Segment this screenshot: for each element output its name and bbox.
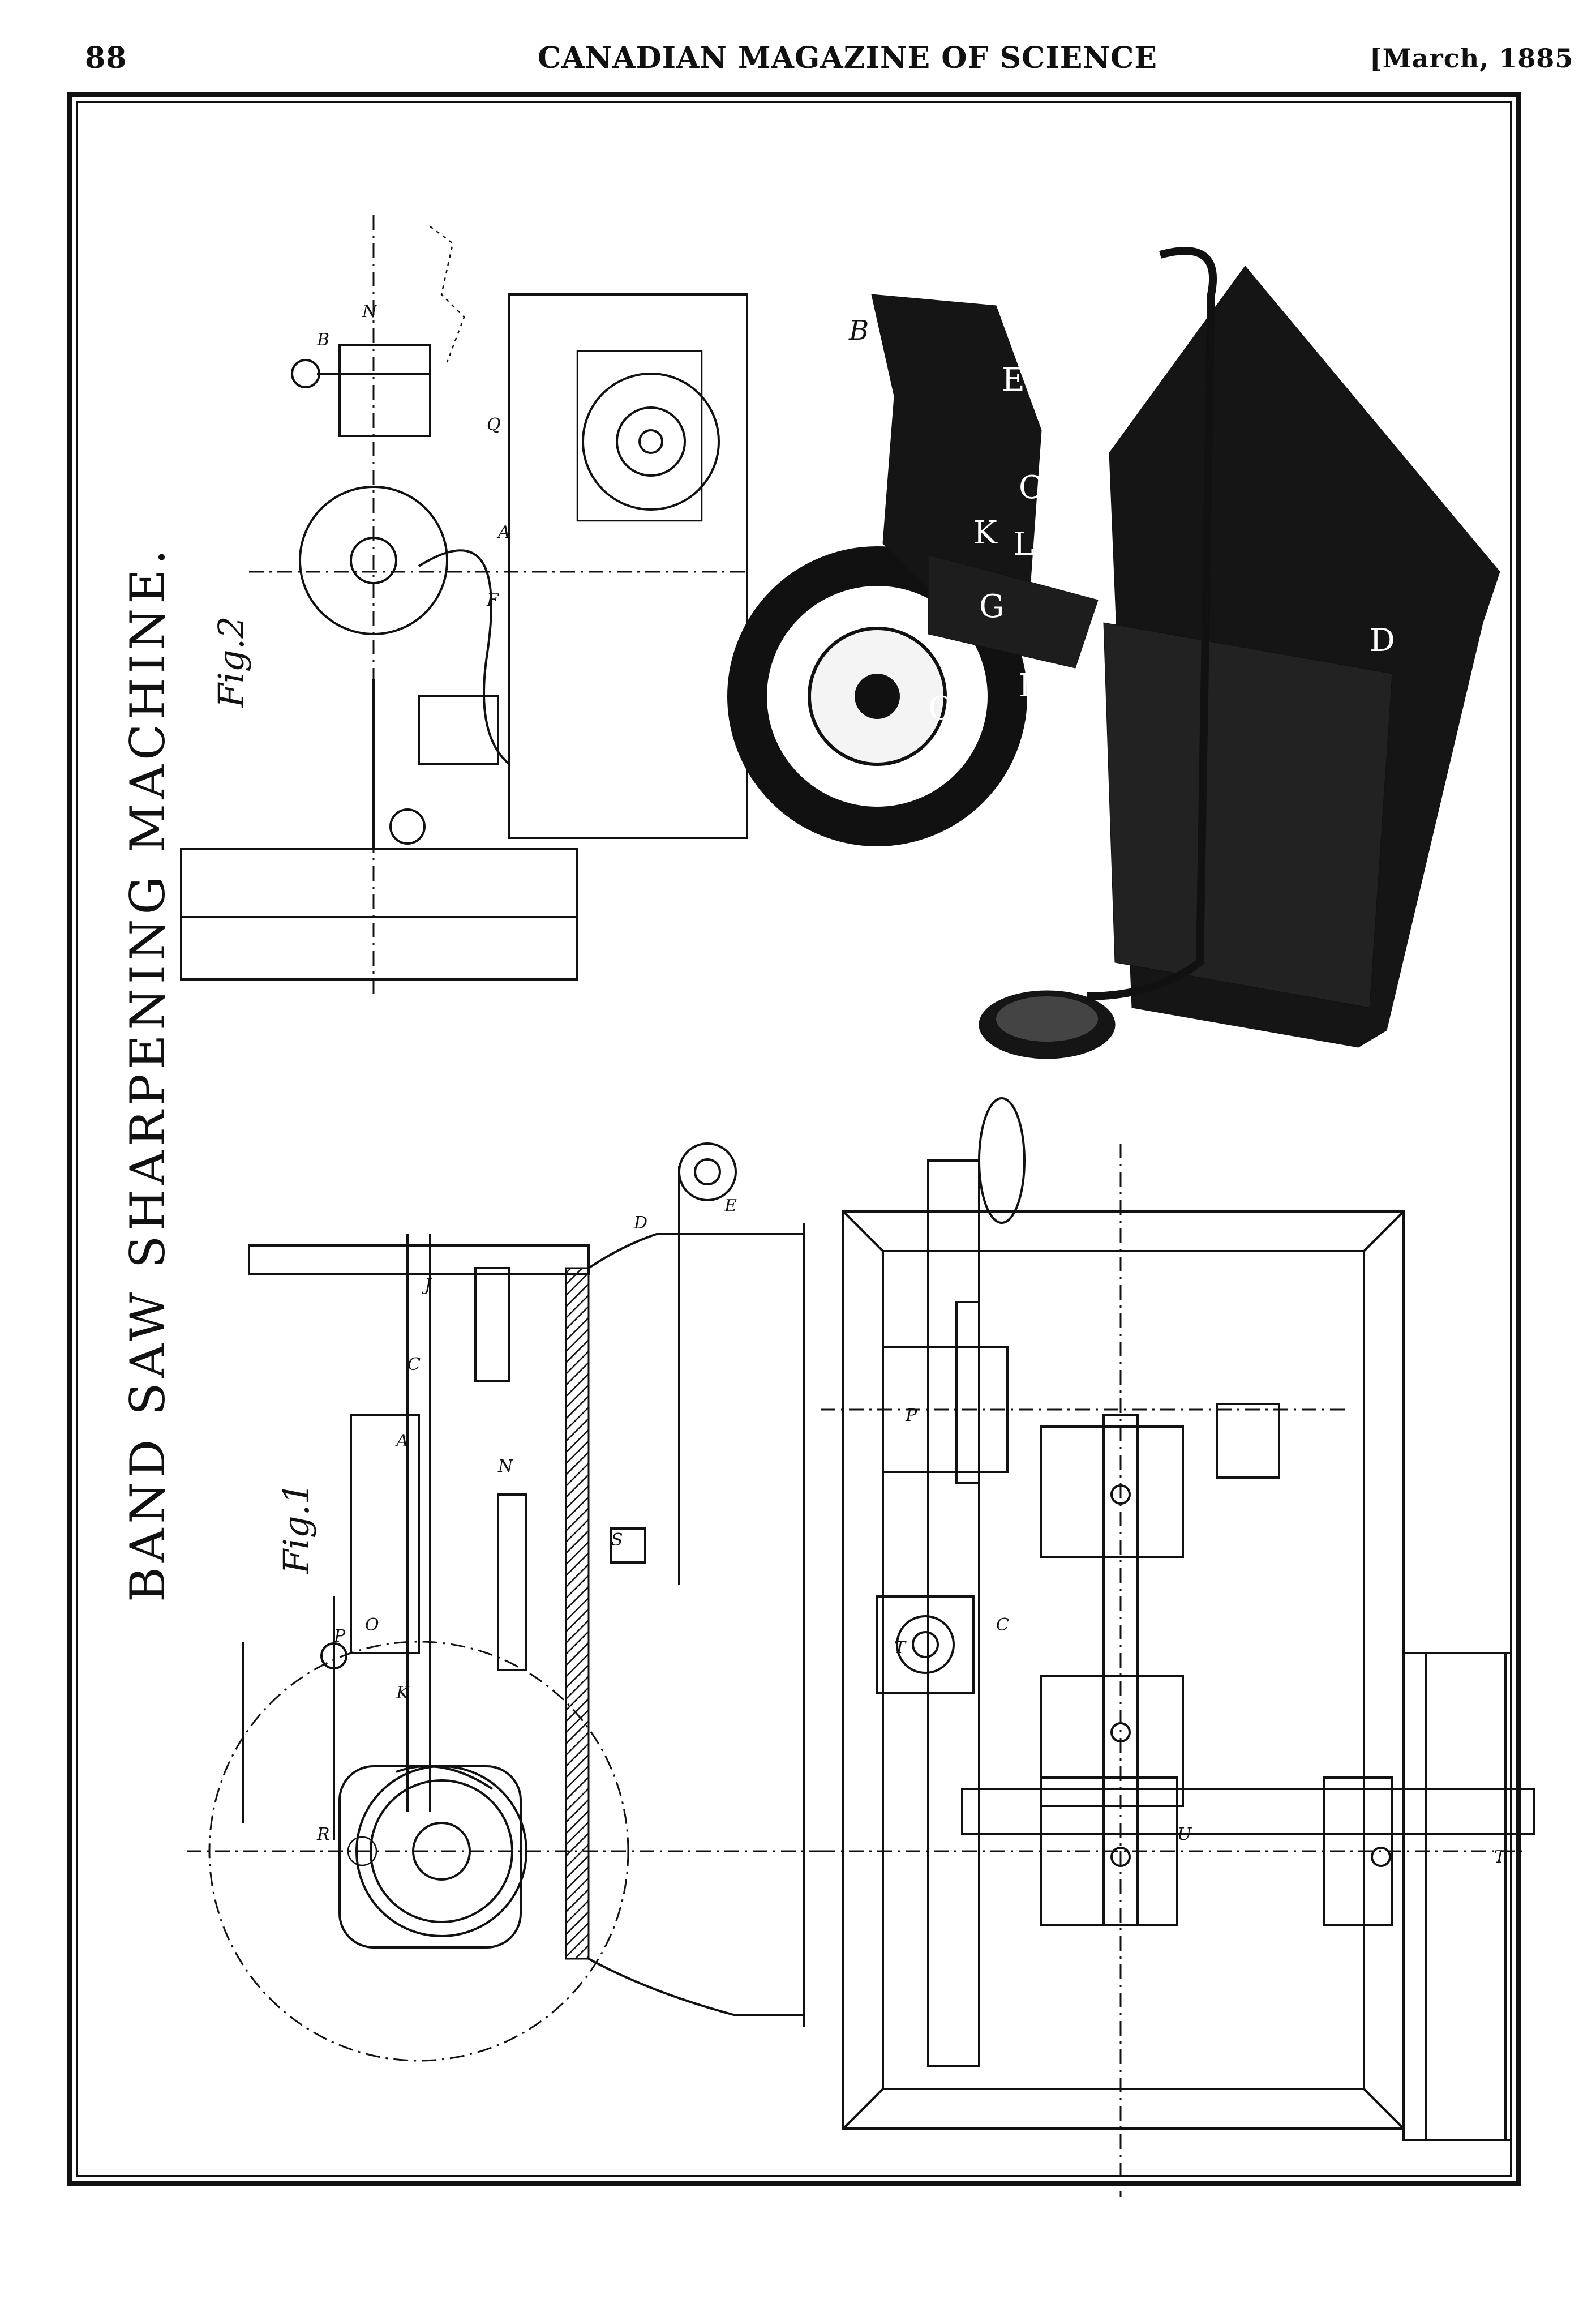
page-number: 88 [85,41,127,75]
svg-text:C: C [996,1615,1009,1635]
isometric-machine-view: I C E L K G H O D B [727,247,1500,1059]
svg-text:K: K [396,1683,410,1703]
svg-text:J: J [421,1275,432,1295]
svg-text:K: K [973,515,998,551]
svg-text:P: P [905,1406,917,1425]
fig2-end-elevation: B N Q F A [180,215,748,996]
svg-text:E: E [724,1196,737,1216]
svg-text:C: C [407,1355,421,1375]
fig1-side-elevation: A E D O S N R C J P K [187,1142,821,2062]
svg-text:O: O [365,1615,379,1635]
svg-text:O: O [928,690,954,727]
svg-text:T: T [894,1638,907,1658]
fig1-plan-view: P T U T C [821,1097,1535,2197]
svg-text:E: E [1002,362,1025,399]
svg-text:G: G [979,588,1005,625]
svg-text:R: R [316,1825,330,1844]
svg-text:D: D [633,1213,647,1233]
svg-text:U: U [1177,1825,1192,1844]
svg-text:P: P [333,1626,346,1646]
svg-text:F: F [486,590,499,610]
svg-text:A: A [394,1431,409,1451]
svg-text:T: T [1494,1847,1507,1867]
svg-text:B: B [848,315,869,346]
plate-inner-border [76,101,1512,2177]
svg-text:N: N [362,302,378,322]
svg-text:I: I [1064,401,1076,438]
svg-text:C: C [1019,469,1043,506]
svg-text:B: B [316,330,329,350]
running-title: CANADIAN MAGAZINE OF SCIENCE [538,41,1157,75]
svg-text:H: H [1019,667,1046,704]
plate-title: BAND SAW SHARPENING MACHINE. [120,545,175,1602]
svg-text:A: A [496,523,510,542]
fig1-label: Fig.1 [276,1482,317,1574]
svg-text:D: D [1370,622,1395,659]
issue-date: [March, 1885 [1370,43,1574,74]
svg-text:S: S [611,1530,623,1550]
page-header: 88 CANADIAN MAGAZINE OF SCIENCE [March, … [0,41,1596,86]
fig2-label: Fig.2 [211,616,252,708]
svg-text:L: L [1013,526,1034,563]
svg-text:Q: Q [487,415,501,435]
plate-outer-border [67,92,1521,2186]
svg-text:N: N [497,1457,514,1476]
